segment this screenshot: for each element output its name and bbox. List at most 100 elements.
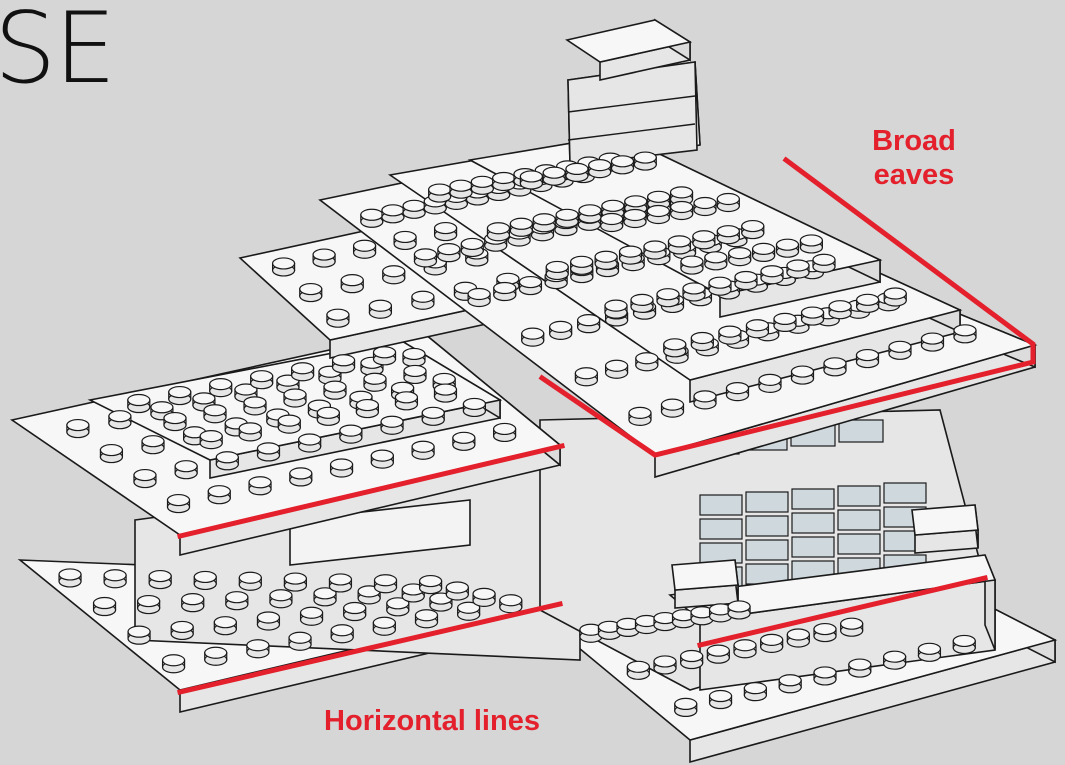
base-left-stud — [193, 570, 217, 584]
roof-left-upper-stud — [363, 372, 387, 385]
base-left-stud — [246, 639, 270, 652]
roof-main-middle-stud — [667, 235, 692, 248]
roof-main-middle-stud — [578, 204, 602, 217]
roof-main-middle-stud — [812, 253, 836, 266]
glass-block — [745, 491, 789, 513]
roof-main-upper-stud — [670, 200, 694, 214]
base-left-stud — [330, 624, 354, 637]
roof-left-lower-stud — [66, 418, 90, 432]
roof-main-lower-stud — [574, 367, 598, 380]
roof-main-middle-stud — [532, 213, 556, 226]
base-right-stud — [840, 617, 864, 630]
base-left-stud — [445, 581, 469, 594]
roof-back-left-stud — [382, 265, 406, 278]
roof-left-upper-stud — [355, 398, 379, 412]
roof-main-middle-stud — [509, 217, 533, 230]
annotation-broad-eaves-line1: Broad — [872, 125, 956, 157]
base-left-stud — [313, 587, 337, 600]
roof-main-middle-stud — [486, 222, 511, 235]
roof-main-upper-stud — [610, 155, 635, 168]
roof-main-middle-stud — [594, 250, 618, 263]
roof-main-lower-stud — [855, 348, 880, 362]
base-right-stud — [653, 655, 677, 668]
glass-block — [699, 494, 743, 516]
chimney-seam — [567, 123, 696, 141]
roof-left-upper-stud — [199, 430, 223, 443]
front-pillar-right-top — [911, 504, 979, 536]
roof-main-upper-stud — [646, 204, 670, 218]
base-right-stud — [848, 658, 872, 671]
roof-left-lower-stud — [248, 476, 272, 489]
broad-eaves-outline — [538, 156, 1036, 458]
horizontal-line-base-left — [177, 601, 563, 695]
glass-block — [745, 515, 789, 537]
chimney-cap-top — [565, 19, 693, 63]
glass-block — [791, 512, 835, 534]
roof-left-lower-stud — [256, 442, 281, 455]
front-pillar-left-top — [671, 559, 739, 591]
page-title-fragment: SE — [0, 0, 116, 106]
roof-main-middle-stud — [570, 255, 594, 268]
roof-left-lower-stud — [289, 467, 313, 480]
roof-main-upper-stud — [542, 166, 566, 179]
base-left-stud — [204, 646, 228, 659]
base-right-stud — [760, 633, 784, 646]
base-left-stud — [256, 611, 281, 624]
chimney-seam — [567, 95, 696, 113]
roof-left-lower-stud — [493, 422, 517, 436]
roof-main-lower-stud — [604, 359, 629, 372]
roof-main-upper-stud — [565, 162, 589, 175]
roof-left-lower-stud — [207, 485, 231, 498]
roof-left-lower-stud — [215, 451, 239, 464]
roof-left-upper-stud — [163, 411, 187, 425]
base-right-stud — [813, 666, 837, 679]
roof-main-lower-stud — [577, 314, 601, 327]
roof-main-upper-stud — [775, 238, 800, 251]
base-right-stud — [706, 644, 730, 657]
roof-main-upper-stud — [728, 247, 752, 260]
roof-main-lower-stud — [628, 406, 652, 419]
roof-main-middle-stud — [624, 195, 648, 208]
roof-main-middle-stud — [708, 276, 732, 289]
base-left-stud — [299, 606, 324, 619]
roof-left-lower-stud — [452, 431, 476, 444]
roof-main-middle-stud — [734, 270, 758, 284]
roof-main-lower-stud — [402, 199, 426, 212]
roof-main-lower-stud — [549, 320, 573, 333]
roof-back-left-stud — [312, 248, 336, 261]
roof-left-lower-stud — [432, 372, 456, 386]
roof-main-lower-stud — [635, 352, 659, 365]
roof-left-upper-stud — [403, 364, 427, 378]
roof-left-upper-stud — [372, 346, 397, 359]
roof-main-lower-stud — [460, 237, 484, 251]
roof-left-lower-stud — [339, 424, 363, 437]
glass-block-upper — [838, 419, 884, 443]
glass-block — [745, 539, 789, 561]
roof-main-lower-stud — [693, 390, 717, 403]
roof-main-lower-stud — [823, 357, 847, 370]
roof-main-lower-stud — [467, 287, 491, 301]
roof-main-middle-stud — [828, 300, 852, 313]
roof-back-left-stud — [271, 257, 296, 270]
base-left-stud — [414, 609, 439, 622]
base-left-stud — [225, 591, 249, 604]
roof-left-upper-stud — [168, 385, 192, 399]
highlight-lines — [176, 156, 1036, 695]
roof-main-lower-stud — [437, 243, 461, 256]
base-left-stud — [148, 569, 172, 583]
roof-main-middle-stud — [773, 312, 797, 325]
base-right-stud — [674, 697, 698, 710]
roof-main-lower-stud — [360, 208, 384, 221]
base-right-stud — [917, 642, 942, 655]
roof-back-left-stud — [299, 282, 323, 296]
base-left-stud — [213, 616, 237, 629]
glass-block — [837, 533, 881, 555]
roof-main-lower-stud — [888, 340, 912, 353]
base-right-stud — [727, 600, 751, 613]
roof-main-middle-stud — [604, 299, 628, 312]
roof-left-upper-stud — [331, 354, 356, 367]
roof-main-lower-stud — [493, 281, 517, 295]
roof-left-upper-stud — [323, 380, 347, 393]
base-left-stud — [181, 593, 205, 606]
